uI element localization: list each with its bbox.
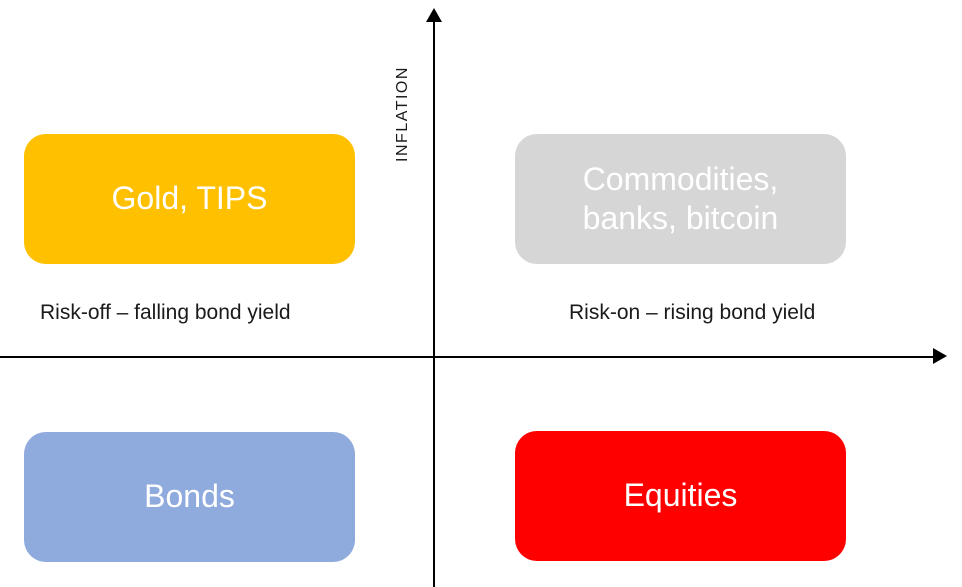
y-axis-label: INFLATION (394, 66, 411, 162)
left-axis-caption: Risk-off – falling bond yield (40, 301, 291, 324)
quadrant-box-commodities-banks-bitcoin: Commodities, banks, bitcoin (515, 134, 846, 264)
y-axis-line (433, 14, 435, 587)
quadrant-box-gold-tips: Gold, TIPS (24, 134, 355, 264)
quadrant-label: Equities (623, 477, 738, 514)
quadrant-label: Commodities, banks, bitcoin (582, 160, 779, 236)
up-arrowhead-icon (426, 8, 442, 22)
quadrant-label: Bonds (144, 478, 235, 515)
quadrant-box-equities: Equities (515, 431, 846, 561)
x-axis-line (0, 356, 934, 358)
right-arrowhead-icon (933, 348, 947, 364)
quadrant-box-bonds: Bonds (24, 432, 355, 562)
quadrant-label: Gold, TIPS (111, 180, 268, 217)
right-axis-caption: Risk-on – rising bond yield (569, 301, 816, 324)
